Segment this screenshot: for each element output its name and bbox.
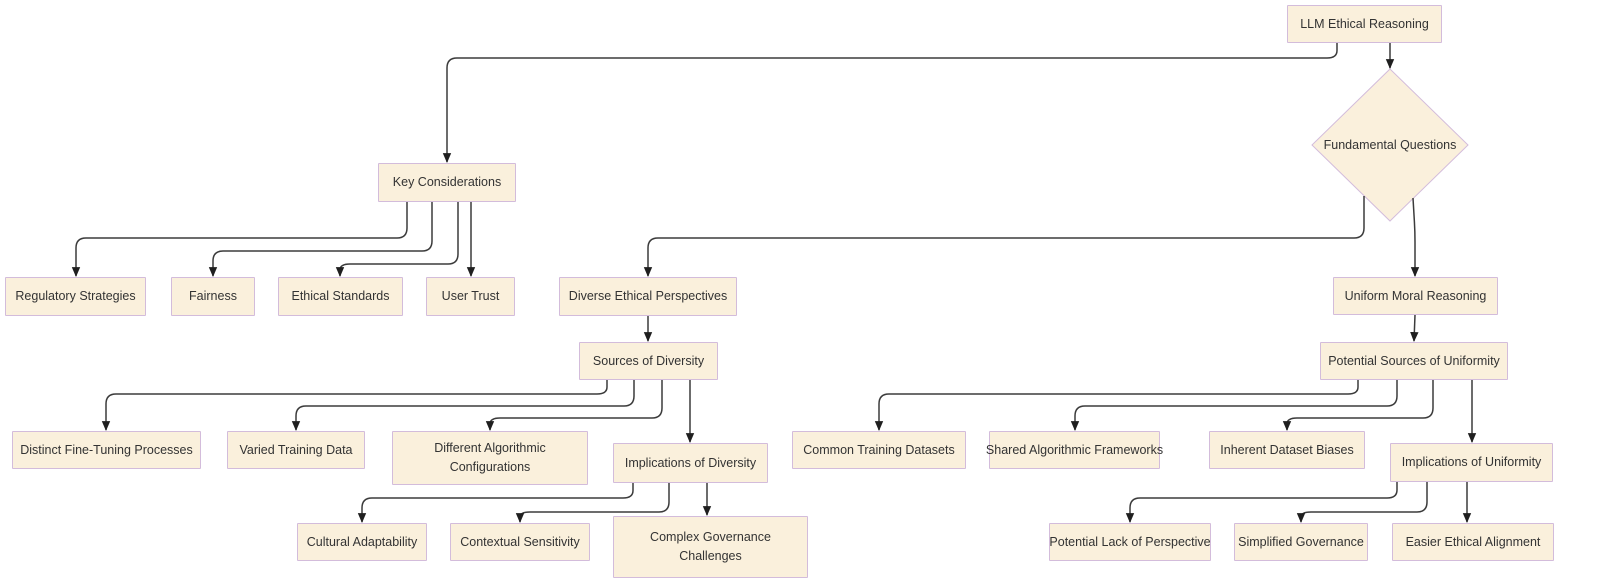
- edge-potential-sources-of-uniformity--common-training-datasets: [874, 380, 1359, 432]
- edge-potential-sources-of-uniformity--inherent-dataset-biases: [1282, 380, 1434, 432]
- edge-key-considerations--regulatory-strategies: [71, 202, 408, 278]
- edge-sources-of-diversity--distinct-fine-tuning-processes: [101, 380, 608, 432]
- edge-implications-of-uniformity--simplified-governance: [1296, 482, 1428, 524]
- edge-uniform-moral-reasoning--potential-sources-of-uniformity: [1410, 314, 1419, 343]
- edge-fundamental-questions--diverse-ethical-perspectives: [643, 196, 1365, 278]
- edge-implications-of-diversity--cultural-adaptability: [357, 483, 634, 524]
- edge-implications-of-diversity--contextual-sensitivity: [515, 483, 670, 524]
- edge-implications-of-uniformity--potential-lack-of-perspective: [1125, 482, 1398, 524]
- edge-sources-of-diversity--different-algorithmic-configurations: [485, 380, 663, 432]
- node-shape-fundamental-questions: [1311, 68, 1469, 222]
- edge-key-considerations--ethical-standards: [335, 202, 459, 278]
- edge-fundamental-questions--uniform-moral-reasoning: [1410, 197, 1420, 278]
- edge-potential-sources-of-uniformity--shared-algorithmic-frameworks: [1070, 380, 1398, 432]
- edge-llm-ethical-reasoning--key-considerations: [442, 43, 1338, 164]
- edge-sources-of-diversity--varied-training-data: [291, 380, 635, 432]
- edge-key-considerations--fairness: [208, 202, 433, 278]
